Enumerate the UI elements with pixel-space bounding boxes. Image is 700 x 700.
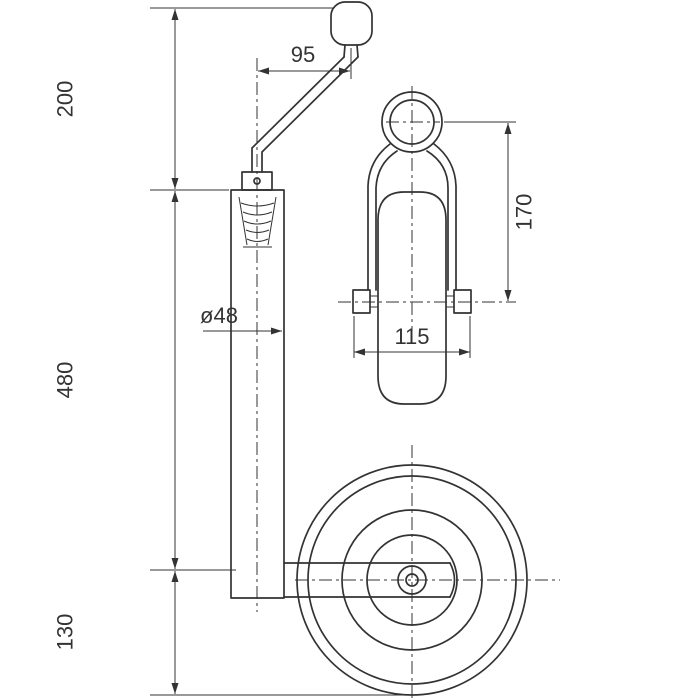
- dim-label-crank-offset: 95: [291, 42, 315, 67]
- axle-center: [405, 573, 419, 587]
- tube-outline: [230, 189, 285, 599]
- cap-bolt: [253, 177, 261, 185]
- tire-inner-circle: [307, 475, 517, 685]
- rim-circle: [341, 509, 483, 651]
- side-view: [352, 91, 472, 405]
- spindle-thread: [243, 220, 272, 225]
- spindle-thread: [246, 238, 269, 242]
- clamp-ring-inner: [389, 99, 435, 145]
- fork-left-outer: [367, 143, 391, 291]
- wheel-side-profile: [377, 191, 447, 405]
- fork-right-outer: [433, 143, 457, 291]
- centerlines: [256, 58, 560, 698]
- crank-neck-right: [356, 44, 359, 58]
- fork-left-inner: [375, 150, 398, 291]
- clamp-ring-outer: [381, 91, 443, 153]
- crank-neck-left: [343, 44, 346, 58]
- spindle-thread: [242, 211, 273, 216]
- dimension-lines: [171, 8, 512, 694]
- axle-bolt-right: [453, 289, 472, 314]
- dim-label-wheel-width: 115: [394, 324, 429, 349]
- wheel-arm-tip: [449, 562, 456, 598]
- dim-label-ground-clearance: 130: [53, 614, 78, 651]
- spindle-thread: [245, 229, 270, 233]
- fork-right-inner: [426, 150, 449, 291]
- crank-knob: [330, 1, 373, 46]
- axle-bolt-left: [352, 289, 371, 314]
- crank-arm-upper-edge: [251, 56, 345, 173]
- dim-label-tube-diameter: ø48: [200, 303, 238, 328]
- extension-lines: [150, 7, 516, 696]
- dim-label-tube-length: 480: [53, 362, 78, 399]
- tire-outer-circle: [296, 464, 528, 696]
- dim-label-upper-height: 200: [53, 81, 78, 118]
- spindle-edge-right: [267, 196, 277, 246]
- dim-label-fork-height: 170: [512, 194, 537, 231]
- hub-circle: [366, 534, 458, 626]
- axle-circle: [397, 565, 427, 595]
- crank-arm-lower-edge: [261, 56, 359, 173]
- spindle-edge-left: [238, 196, 248, 246]
- front-view: [230, 1, 528, 696]
- spindle-thread: [240, 202, 275, 207]
